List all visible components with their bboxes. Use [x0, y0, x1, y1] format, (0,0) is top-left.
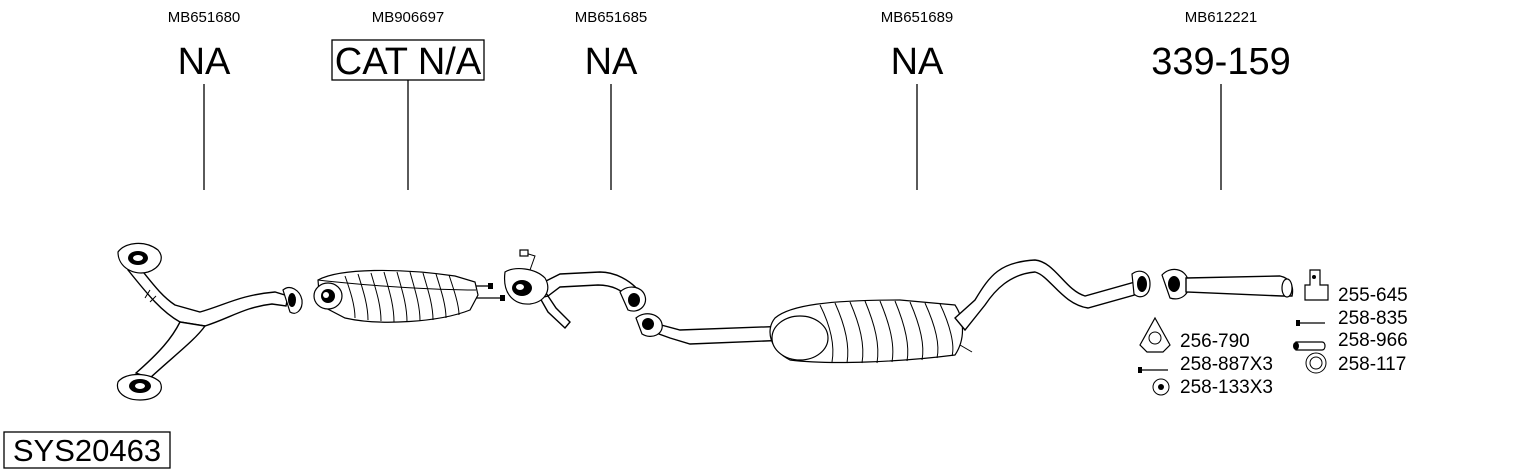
part-label-2: MB906697 CAT N/A — [331, 9, 485, 190]
accessory-code-258-133X3: 258-133X3 — [1180, 377, 1273, 398]
bolt-icon — [1296, 320, 1325, 326]
part-label-4: MB651689 NA — [881, 9, 954, 190]
accessory-code-258-835: 258-835 — [1338, 308, 1408, 329]
part-label-3: MB651685 NA — [575, 9, 648, 190]
accessory-258-966: 258-966 — [1293, 330, 1408, 351]
oe-number-5: MB612221 — [1185, 9, 1258, 26]
sleeve-icon — [1293, 341, 1326, 351]
bolt-icon — [1138, 367, 1168, 373]
center-silencer-drawing — [635, 259, 1151, 364]
part-ref-3: NA — [585, 41, 638, 83]
oe-number-3: MB651685 — [575, 9, 648, 26]
oe-number-2: MB906697 — [372, 9, 445, 26]
tail-pipe-drawing — [1161, 268, 1294, 300]
accessory-code-255-645: 255-645 — [1338, 285, 1408, 306]
gasket-icon — [1139, 316, 1171, 353]
system-code-box: SYS20463 — [3, 431, 171, 469]
catalytic-converter-drawing — [313, 269, 505, 323]
system-code: SYS20463 — [13, 433, 161, 468]
part-ref-4: NA — [891, 41, 944, 83]
accessory-258-835: 258-835 — [1296, 308, 1408, 329]
washer-icon — [1152, 378, 1170, 396]
oe-number-4: MB651689 — [881, 9, 954, 26]
accessory-code-258-117: 258-117 — [1338, 354, 1406, 375]
part-ref-5: 339-159 — [1151, 41, 1290, 83]
accessory-code-258-887X3: 258-887X3 — [1180, 354, 1273, 375]
front-y-pipe-drawing — [116, 242, 303, 401]
accessory-258-133X3: 258-133X3 — [1152, 377, 1273, 398]
intermediate-pipe-drawing — [503, 249, 647, 330]
part-ref-1: NA — [178, 41, 231, 83]
part-label-1: MB651680 NA — [168, 9, 241, 190]
oe-number-1: MB651680 — [168, 9, 241, 26]
accessory-code-256-790: 256-790 — [1180, 331, 1250, 352]
accessory-258-117: 258-117 — [1305, 352, 1406, 375]
accessory-255-645: 255-645 — [1304, 269, 1408, 306]
ring-icon — [1305, 352, 1327, 374]
part-ref-2: CAT N/A — [335, 41, 482, 83]
accessory-256-790: 256-790 — [1139, 316, 1250, 353]
accessory-code-258-966: 258-966 — [1338, 330, 1408, 351]
accessory-258-887X3: 258-887X3 — [1138, 354, 1273, 375]
part-label-5: MB612221 339-159 — [1151, 9, 1291, 190]
bracket-icon — [1304, 269, 1329, 301]
